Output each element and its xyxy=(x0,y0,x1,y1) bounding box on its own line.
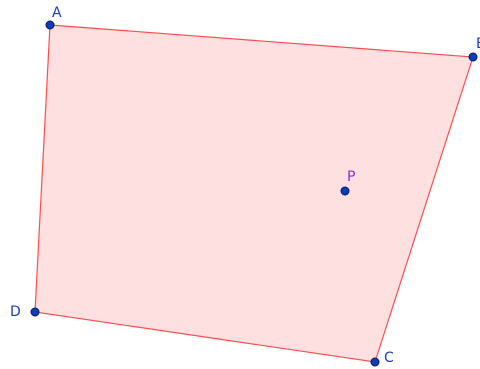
point-a[interactable] xyxy=(45,20,55,30)
quadrilateral-abcd[interactable] xyxy=(34,24,474,363)
point-b[interactable] xyxy=(468,52,478,62)
label-p: P xyxy=(347,169,355,185)
label-a: A xyxy=(52,5,62,21)
point-c[interactable] xyxy=(370,357,380,367)
label-b: B xyxy=(476,36,480,52)
point-d[interactable] xyxy=(30,307,40,317)
label-d: D xyxy=(10,304,21,320)
label-c: C xyxy=(384,350,394,366)
point-p[interactable] xyxy=(340,186,350,196)
